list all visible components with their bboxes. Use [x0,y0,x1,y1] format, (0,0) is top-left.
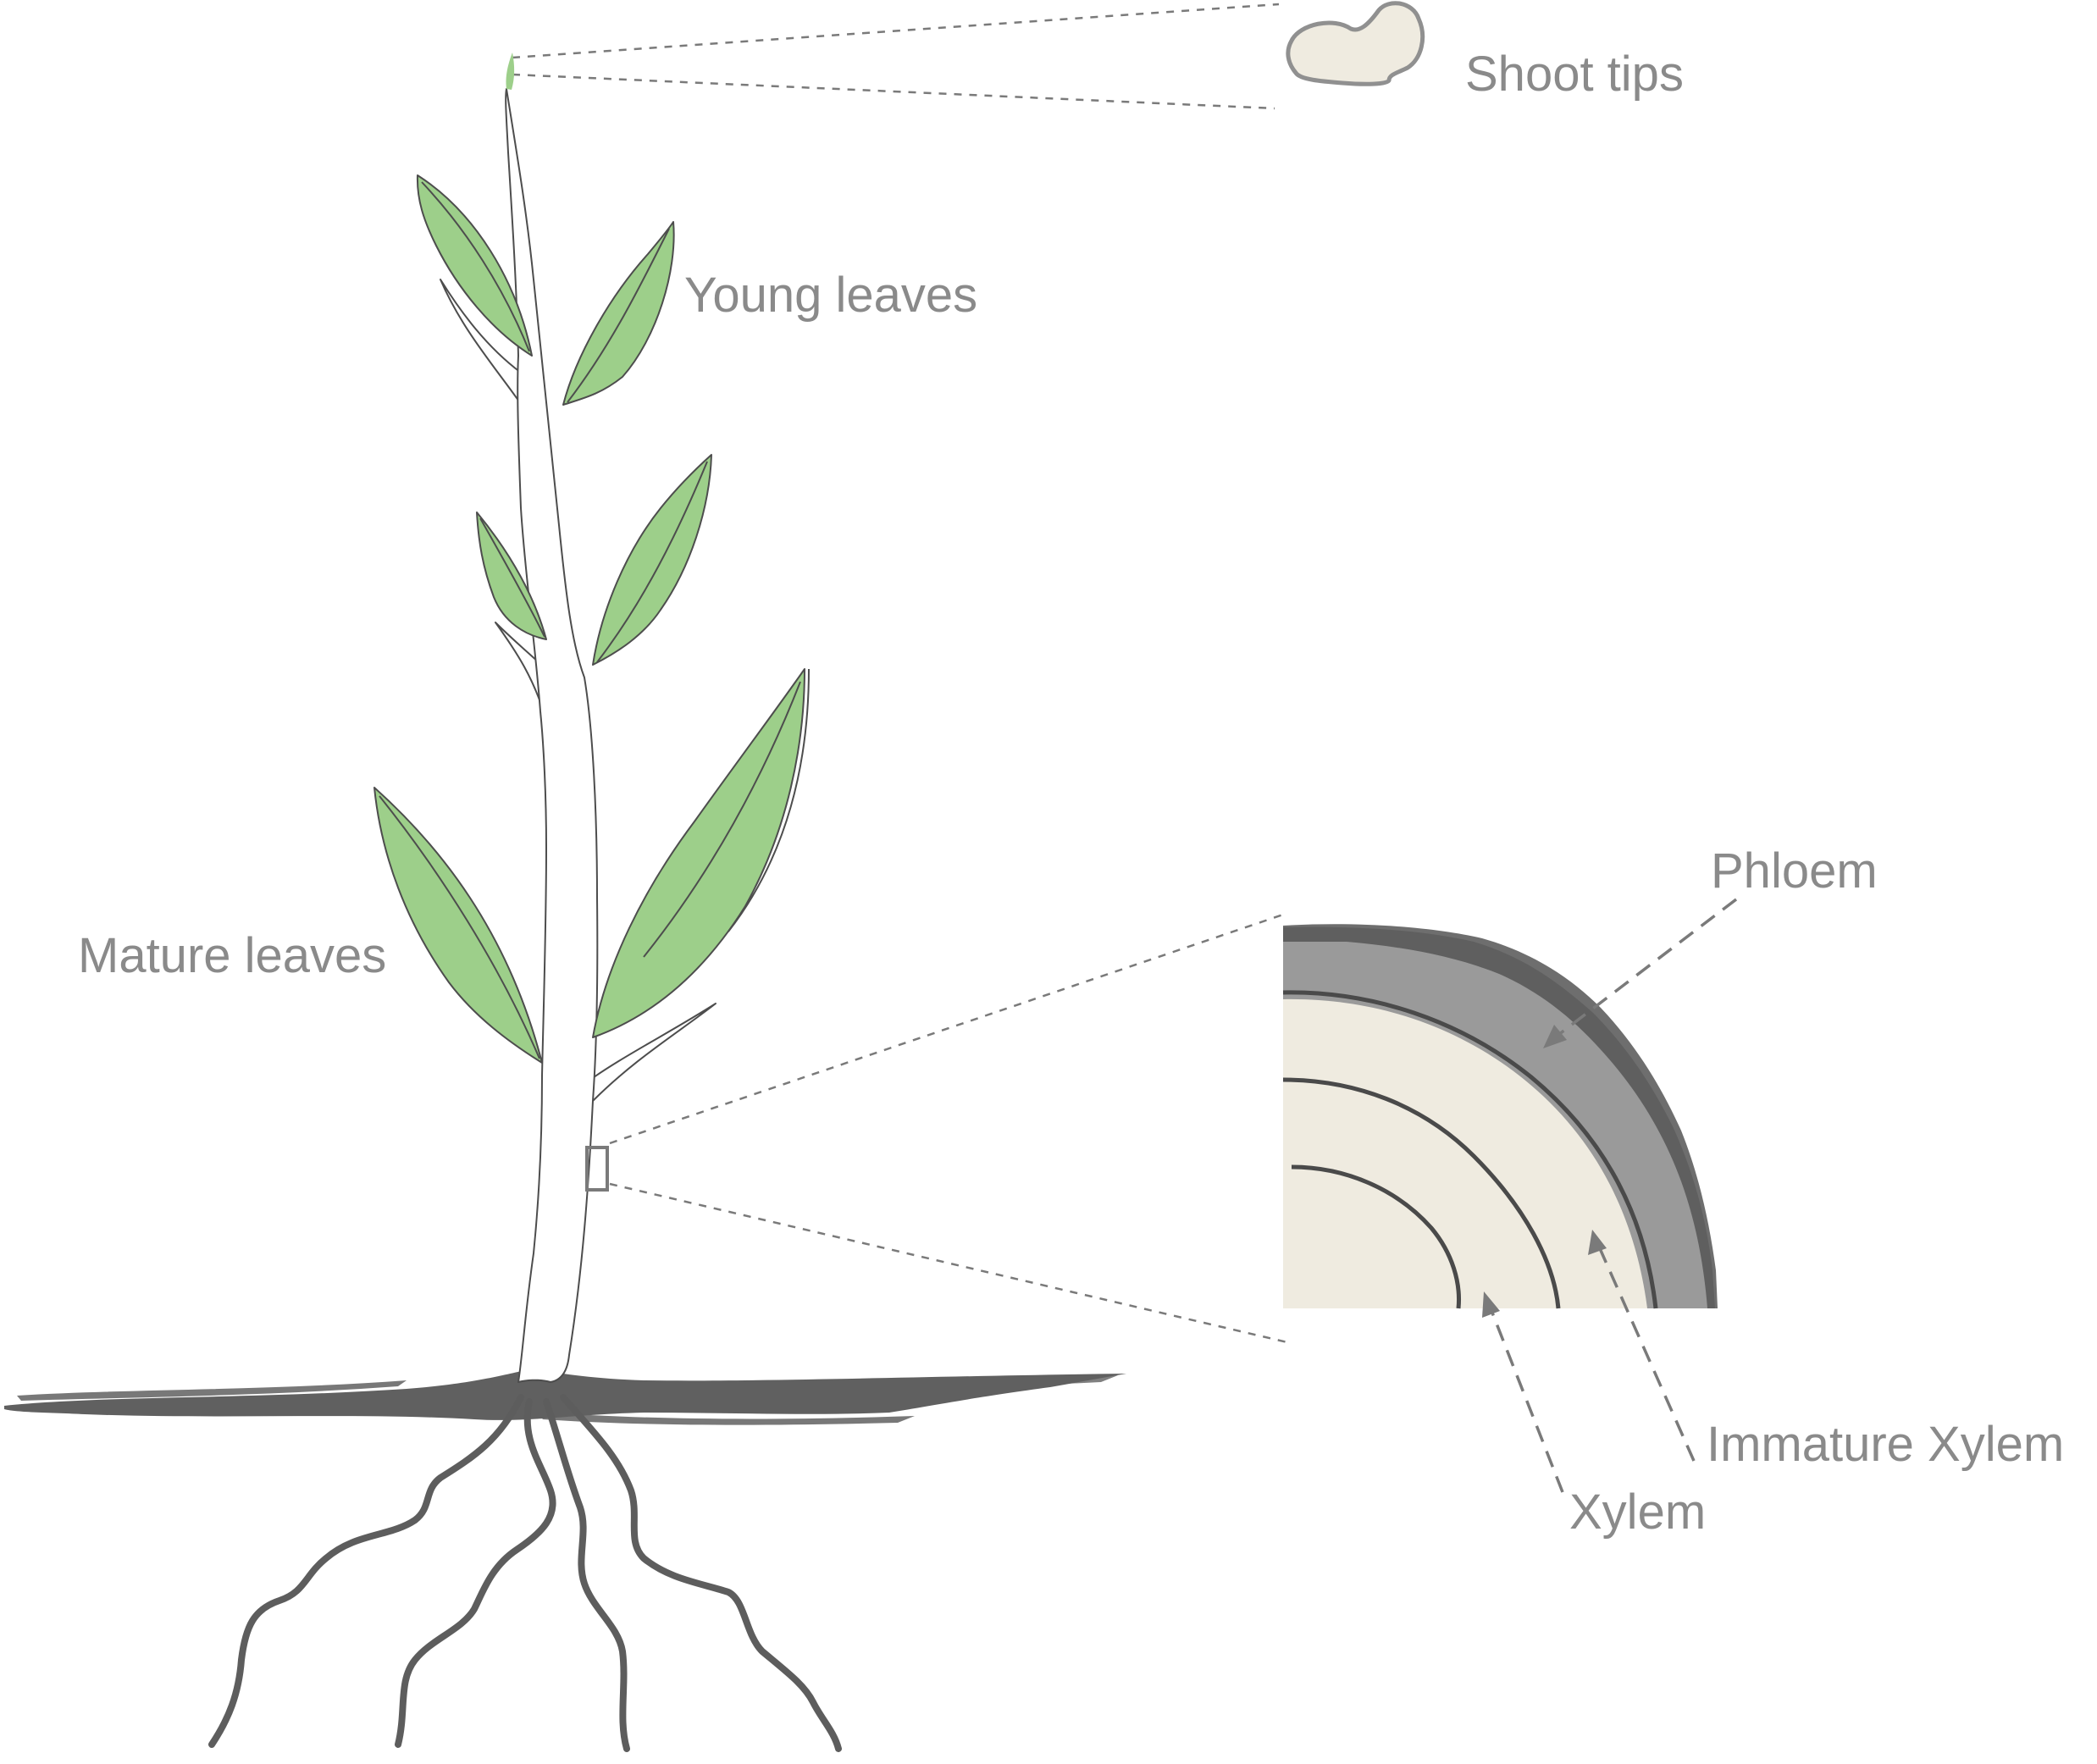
immature-xylem-arrow [1597,1246,1696,1462]
mature-leaf-left [373,787,543,1064]
phloem-arrowhead [1543,1025,1567,1048]
ring-xylem [1291,1164,1461,1309]
root-1 [208,1394,524,1748]
soil-streak-lower [542,1413,915,1425]
immature-xylem-arrowhead [1588,1230,1607,1255]
young-leaf-middle-left-rib [479,517,545,638]
young-leaf-upper-left-rib [421,181,530,352]
mature-leaf-right-outer-edge [728,668,810,932]
label-mature-leaves: Mature leaves [78,928,386,983]
leaves [373,53,810,1064]
section-marker-box [585,1146,609,1192]
ring-cambium [1282,990,1658,1309]
label-shoot-tips: Shoot tips [1465,47,1684,102]
young-leaf-middle-right [592,454,712,666]
young-leaf-upper-right-rib [567,228,670,403]
shoot-tip-guide-upper [512,3,1280,59]
mature-leaf-left-rib [379,795,540,1059]
xylem-tissue [1283,998,1647,1308]
label-xylem: Xylem [1569,1485,1706,1540]
ring-immature-xylem [1282,1077,1561,1309]
shoot-tip-callout: Shoot tips [512,1,1684,110]
section-guide-upper [609,913,1284,1145]
root-4 [560,1394,842,1752]
lower-branch [584,1003,717,1102]
stem-cross-section [1282,924,1718,1309]
main-stem [505,88,599,1383]
soil-line [4,1369,1126,1425]
section-callout-guides [609,913,1288,1344]
label-immature-xylem: Immature Xylem [1707,1417,2064,1472]
xylem-arrow [1489,1308,1564,1493]
shoot-tip-guide-lower [512,73,1275,110]
soil-streak-left [17,1380,407,1401]
phloem-rough-edge [1283,924,1718,1308]
young-leaf-upper-left [416,174,533,357]
mature-leaf-right [592,668,805,1038]
soil-band [4,1369,1126,1420]
pointer-arrows [1482,898,1738,1493]
young-leaf-upper-right [562,221,675,406]
roots [208,1394,842,1752]
shoot-tip-sample-icon [1286,1,1425,86]
xylem-arrowhead [1482,1291,1500,1318]
root-3 [543,1398,630,1752]
shoot-tip-bud [506,53,515,90]
label-phloem: Phloem [1711,843,1878,899]
root-2 [395,1398,556,1748]
mature-leaf-right-rib [643,681,801,958]
phloem-arrow [1557,898,1738,1037]
soil-streak-right [762,1375,1118,1396]
section-guide-lower [609,1182,1288,1344]
label-young-leaves: Young leaves [684,268,977,323]
young-leaf-middle-right-rib [596,461,708,663]
